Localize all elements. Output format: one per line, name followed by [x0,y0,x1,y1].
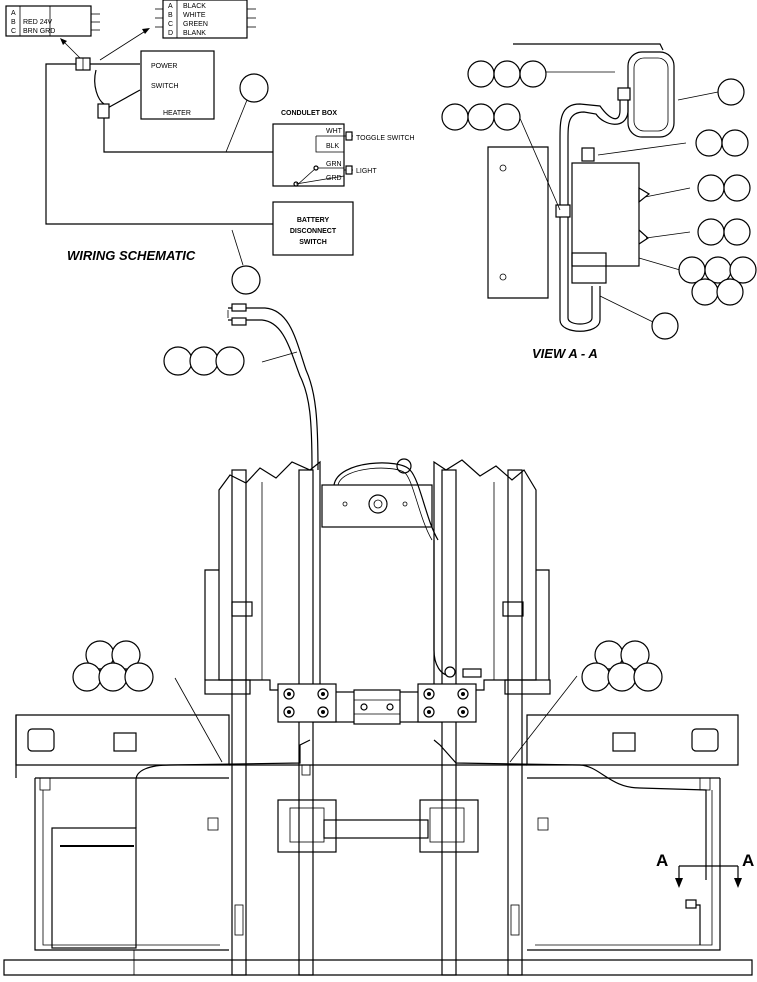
heater-switch-label: SWITCH [151,83,179,90]
condulet-wire-wht: WHT [326,128,343,135]
callout-bubble [215,346,245,376]
callout-bubble [519,60,547,88]
toggle-switch-terminal [345,131,353,141]
heater-box: POWER SWITCH HEATER [140,50,215,120]
callout-bubble [620,640,650,670]
callout-bubble [717,78,745,106]
callout-bubble [721,129,749,157]
connector-top: A B C D BLACK WHITE GREEN BLANK [155,0,256,39]
condulet-wire-blk: BLK [326,143,340,150]
callout-bubble [467,60,495,88]
mast-right [433,459,537,691]
callout-bubble [716,278,744,306]
callout-bubble [124,662,154,692]
callout-bubble [98,662,128,692]
view-a-a: VIEW A - A [441,43,757,361]
callout-bubble [467,103,495,131]
callout-bubble [651,312,679,340]
connector-left-pin-b: B [11,19,16,26]
callout-bubble [697,174,725,202]
wiring-schematic: A B C RED 24V BRN GRD A B C D BLACK WHIT… [5,0,415,295]
condulet-box: CONDULET BOX WHT BLK GRN GRD TOGGLE SWIT… [272,110,415,187]
callout-bubble [723,218,751,246]
section-label-left: A [656,851,668,870]
connector-top-pin-b: B [168,12,173,19]
callout-bubble [72,662,102,692]
chassis-left [15,714,230,766]
section-label-right: A [742,851,754,870]
callout-bubble [493,103,521,131]
condulet-wire-grd: GRD [326,175,342,182]
section-cut-marker: A A [656,851,754,888]
heater-unit [321,484,433,528]
condulet-title: CONDULET BOX [281,110,337,117]
light-label: LIGHT [356,168,377,175]
battery-switch-line1: BATTERY [297,217,330,224]
connector-top-pin-c: C [168,21,173,28]
battery-switch-line3: SWITCH [299,239,327,246]
view-a-a-caption: VIEW A - A [532,346,598,361]
callout-bubble [695,129,723,157]
connector-left-wire-c: BRN GRD [23,28,55,35]
heater-power-label: POWER [151,63,177,70]
chassis-right [526,714,739,766]
connector-top-wire-d: BLANK [183,30,206,37]
harness-detail [163,303,319,471]
connector-top-wire-a: BLACK [183,3,206,10]
connector-left-wire-b: RED 24V [23,19,53,26]
callout-bubble [697,218,725,246]
condulet-wire-grn: GRN [326,161,342,168]
machine-frame: A A [3,458,754,976]
callout-bubble [163,346,193,376]
heater-name: HEATER [163,110,191,117]
mast-left [218,460,321,691]
callout-bubble [691,278,719,306]
battery-disconnect-switch: BATTERY DISCONNECT SWITCH [272,201,354,256]
connector-top-pin-a: A [168,3,173,10]
callout-bubble [581,662,611,692]
connector-top-wire-b: WHITE [183,12,206,19]
connector-left-pin-c: C [11,28,16,35]
connector-top-wire-c: GREEN [183,21,208,28]
toggle-switch-label: TOGGLE SWITCH [356,135,415,142]
connector-top-pin-d: D [168,30,173,37]
battery-box [51,827,137,949]
callout-bubble [231,265,261,295]
callout-bubble [729,256,757,284]
callout-bubble [493,60,521,88]
wiring-schematic-caption: WIRING SCHEMATIC [67,248,196,263]
callout-bubble [189,346,219,376]
view-condulet-box [571,162,640,267]
callout-bubble [441,103,469,131]
callout-bubble [633,662,663,692]
connector-left-pin-a: A [11,10,16,17]
callout-bubble [239,73,269,103]
light-terminal [345,165,353,175]
connector-left: A B C RED 24V BRN GRD [5,5,100,37]
callout-bubble [111,640,141,670]
battery-switch-line2: DISCONNECT [290,228,337,235]
callout-bubble [607,662,637,692]
callout-bubble [723,174,751,202]
